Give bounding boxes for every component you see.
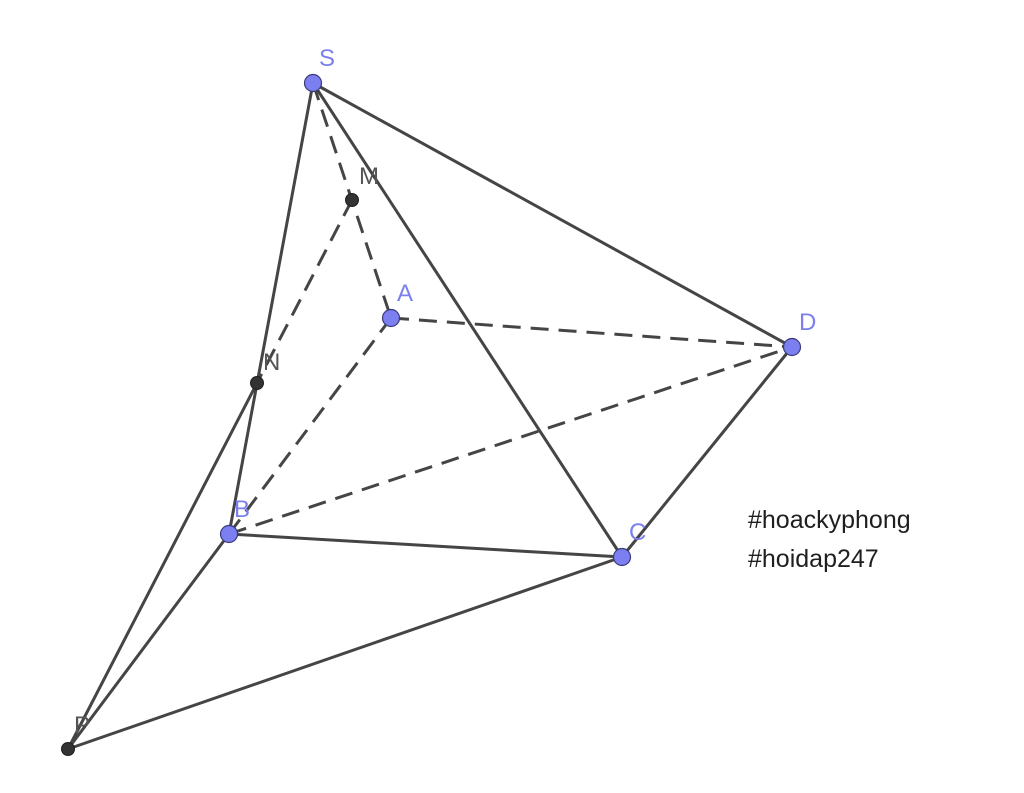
point-m <box>345 193 359 207</box>
hashtag-text: #hoidap247 <box>748 545 879 573</box>
point-label-d: D <box>799 309 816 336</box>
labels-layer: S M A D N B C P <box>74 45 816 739</box>
point-a <box>381 308 401 328</box>
edge-bd <box>228 345 793 536</box>
edge-pb <box>66 532 231 751</box>
edge-sd <box>311 81 794 349</box>
point-label-m: M <box>359 163 379 190</box>
point-p <box>61 742 75 756</box>
point-label-s: S <box>319 45 335 72</box>
point-label-p: P <box>74 712 90 739</box>
point-label-c: C <box>629 519 646 546</box>
edge-ad <box>390 316 793 349</box>
point-label-a: A <box>397 280 413 307</box>
point-label-b: B <box>234 496 250 523</box>
edge-ab <box>227 317 393 535</box>
point-label-n: N <box>263 349 280 376</box>
point-d <box>782 337 802 357</box>
point-c <box>612 547 632 567</box>
edge-bc <box>227 532 624 559</box>
point-b <box>219 524 239 544</box>
edge-mn <box>255 199 354 384</box>
edge-sb <box>227 81 315 536</box>
points-layer <box>61 73 802 756</box>
edge-sc <box>311 81 624 559</box>
edges-layer <box>66 81 794 751</box>
edge-cd <box>620 345 794 559</box>
point-n <box>250 376 264 390</box>
edge-pc <box>66 555 624 751</box>
edge-pn <box>66 381 259 751</box>
hashtag-text: #hoackyphong <box>748 506 911 534</box>
point-s <box>303 73 323 93</box>
